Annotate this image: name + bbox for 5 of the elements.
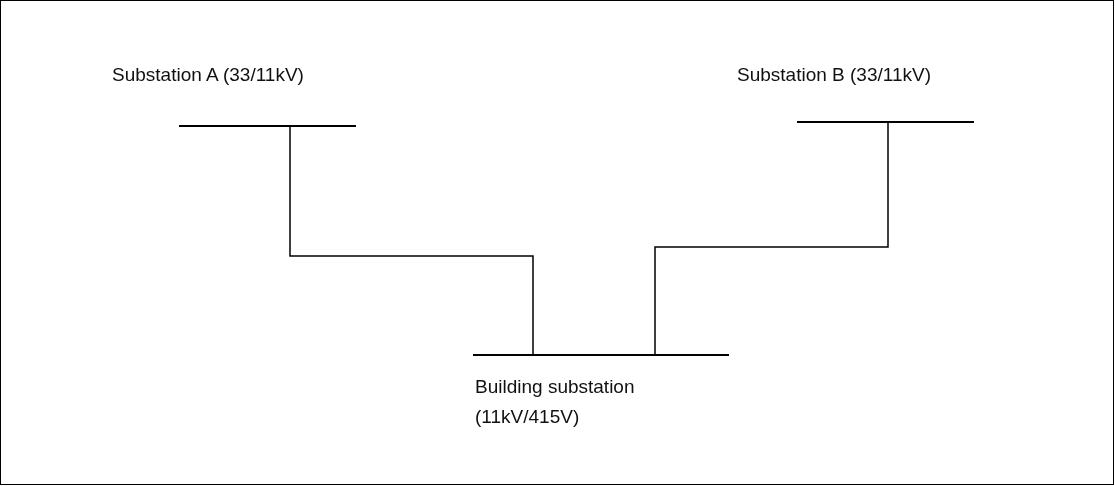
substation-label: Substation B (33/11kV) [737, 63, 932, 87]
connection-line [654, 122, 889, 355]
substation-label: Substation A (33/11kV) [112, 63, 305, 87]
connection-line [289, 126, 534, 355]
substation-label: Building substation (11kV/415V) [475, 375, 636, 429]
